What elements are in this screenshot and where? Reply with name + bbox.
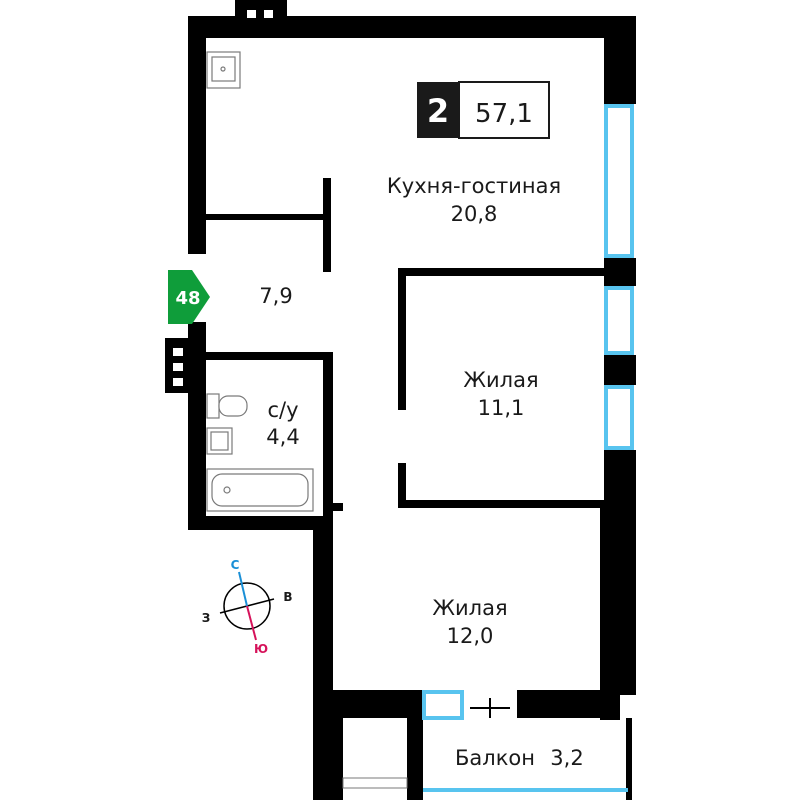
- wall-right-1: [604, 16, 636, 104]
- bath-wall-right: [323, 352, 333, 517]
- area-box: [458, 81, 550, 139]
- room-bathroom-name: с/у: [267, 398, 298, 422]
- apartment-badge: 2 57,1: [417, 81, 550, 139]
- room-kitchen-living-name: Кухня-гостиная: [387, 174, 561, 198]
- bedroom2-wall-bottom-right: [517, 690, 620, 718]
- rooms-count-box: [417, 82, 459, 138]
- rooms-count: 2: [427, 92, 449, 130]
- compass-west-label: З: [202, 611, 211, 625]
- bathtub-icon: [206, 468, 314, 512]
- balcony-pillar-left: [313, 718, 343, 800]
- wall-right-2: [604, 258, 636, 286]
- compass: С Ю В З: [202, 558, 293, 656]
- wall-top-vent: [235, 0, 287, 20]
- room-balcony-area: 3,2: [550, 746, 583, 770]
- partition-kitchen-post: [323, 178, 331, 272]
- wall-right-5: [600, 500, 620, 720]
- wall-top: [188, 16, 636, 38]
- bath-wall-bottom: [188, 516, 333, 530]
- entrance-marker: 48: [168, 270, 210, 324]
- compass-south-needle: [246, 605, 257, 641]
- entrance-arrow-icon: [168, 270, 210, 324]
- compass-circle: [223, 582, 271, 630]
- balcony-right-wall: [626, 718, 632, 800]
- compass-east-label: В: [283, 590, 292, 604]
- bath-door-jamb: [331, 503, 343, 511]
- compass-north-label: С: [231, 558, 240, 572]
- balcony-door-marks: [342, 698, 510, 789]
- bedroom1-wall-bottom: [398, 500, 606, 508]
- window-balcony-door: [422, 690, 464, 720]
- entrance-number: 48: [175, 288, 200, 309]
- bedroom1-wall-left-lower: [398, 463, 406, 508]
- total-area: 57,1: [475, 99, 533, 129]
- room-bedroom2-area: 12,0: [447, 624, 494, 648]
- wall-left-upper: [188, 16, 206, 254]
- room-bedroom1-name: Жилая: [463, 368, 538, 392]
- window-bedroom1-lower: [604, 385, 634, 450]
- bedroom2-wall-left: [313, 528, 333, 718]
- bedroom1-wall-left-upper: [398, 268, 406, 410]
- partition-kitchen-hall: [206, 214, 331, 220]
- wall-right-3: [604, 355, 636, 385]
- bedroom2-wall-bottom-left: [313, 690, 423, 718]
- window-kitchen: [604, 104, 634, 258]
- sink-kitchen-icon: [206, 51, 241, 89]
- compass-north-needle: [238, 571, 248, 607]
- bath-wall-top: [188, 352, 333, 360]
- toilet-icon: [206, 393, 248, 419]
- bedroom1-wall-top: [398, 268, 606, 276]
- sink-bathroom-icon: [206, 427, 233, 455]
- window-bedroom1-upper: [604, 286, 634, 355]
- balcony-divider: [407, 718, 423, 800]
- room-hall-area: 7,9: [259, 284, 292, 308]
- walls: [165, 0, 636, 800]
- room-kitchen-living-area: 20,8: [451, 202, 498, 226]
- room-bathroom-area: 4,4: [266, 425, 299, 449]
- windows: [422, 104, 634, 792]
- room-balcony-name: Балкон: [455, 746, 535, 770]
- room-bedroom1-area: 11,1: [478, 396, 525, 420]
- room-bedroom2-name: Жилая: [432, 596, 507, 620]
- compass-south-label: Ю: [254, 642, 268, 656]
